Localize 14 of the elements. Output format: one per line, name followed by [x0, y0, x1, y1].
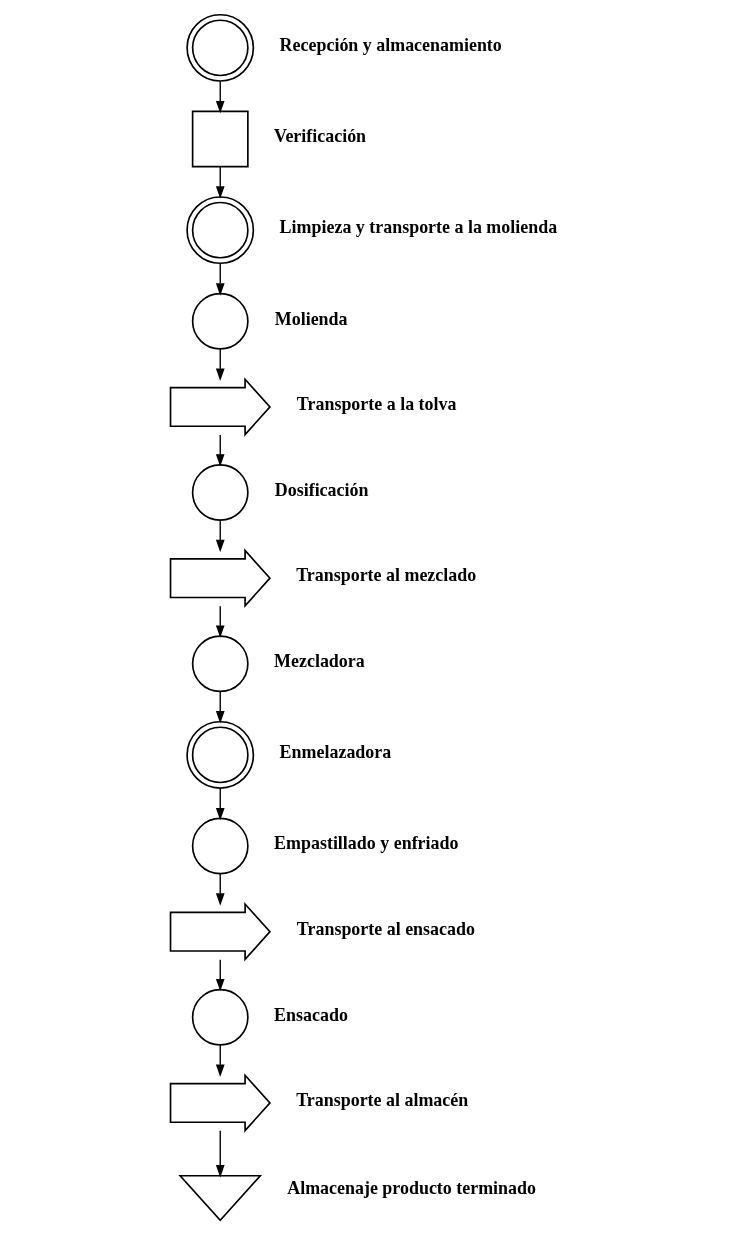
- node-label: Mezcladora: [274, 651, 365, 672]
- node-label: Ensacado: [274, 1004, 348, 1025]
- node-label: Molienda: [274, 308, 348, 329]
- node-label: Transporte al almacén: [296, 1090, 469, 1111]
- node-label: Transporte a la tolva: [296, 394, 457, 415]
- node-label: Enmelazadora: [279, 742, 392, 763]
- node-label: Verificación: [274, 126, 367, 147]
- node-label: Recepción y almacenamiento: [279, 35, 502, 56]
- node-label: Almacenaje producto terminado: [287, 1177, 536, 1198]
- node-label: Empastillado y enfriado: [274, 833, 459, 854]
- node-label: Transporte al mezclado: [296, 565, 477, 586]
- node-label: Dosificación: [274, 479, 369, 500]
- node-label: Transporte al ensacado: [296, 918, 475, 939]
- node-label: Limpieza y transporte a la molienda: [279, 217, 558, 238]
